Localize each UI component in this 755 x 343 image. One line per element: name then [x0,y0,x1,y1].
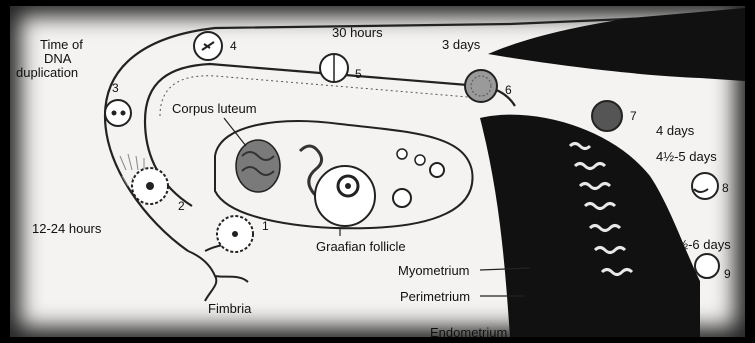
diagram-canvas: Time of DNA duplication 30 hours 3 days … [10,6,745,337]
stage-number-6: 6 [505,84,512,96]
graafian-follicle-shape [315,166,375,226]
stage-number-7: 7 [630,110,637,122]
label-endometrium: Endometrium (progestational stage) [430,326,637,337]
stage-number-1: 1 [262,220,269,232]
stage-5-two-cell [320,54,348,82]
label-time-of: Time of [40,38,83,51]
label-4-5-days: 4½-5 days [656,150,717,163]
stage-number-4: 4 [230,40,237,52]
leader-corpus-luteum [224,118,246,146]
label-4-days: 4 days [656,124,694,137]
label-3-days: 3 days [442,38,480,51]
label-duplication: duplication [16,66,78,79]
stage-number-2: 2 [178,200,185,212]
stage-6-morula [465,70,497,102]
small-follicles [393,149,444,207]
corpus-luteum [236,140,280,192]
stage-8-blastocyst [692,173,718,199]
stage-number-5: 5 [355,68,362,80]
label-graafian-follicle: Graafian follicle [316,240,406,253]
label-corpus-luteum: Corpus luteum [172,102,257,115]
label-myometrium: Myometrium [398,264,470,277]
stage-9-implanting-blastocyst [695,254,719,278]
label-fimbria: Fimbria [208,302,251,315]
label-12-24-hours: 12-24 hours [32,222,101,235]
stage-number-9: 9 [724,268,731,280]
label-dna: DNA [44,52,71,65]
stage-number-3: 3 [112,82,119,94]
label-5-6-days: 5½-6 days [670,238,731,251]
stage-3-pronuclei [105,100,131,126]
stage-1-oocyte [217,216,253,252]
stage-4-zygote [194,32,222,60]
stage-2-fertilized-oocyte [132,168,168,204]
fimbria-shape [188,244,248,301]
stage-7-advanced-morula [592,101,622,131]
label-30-hours: 30 hours [332,26,383,39]
ovulation-to-implantation-diagram [10,6,745,337]
label-perimetrium: Perimetrium [400,290,470,303]
stage-number-8: 8 [722,182,729,194]
